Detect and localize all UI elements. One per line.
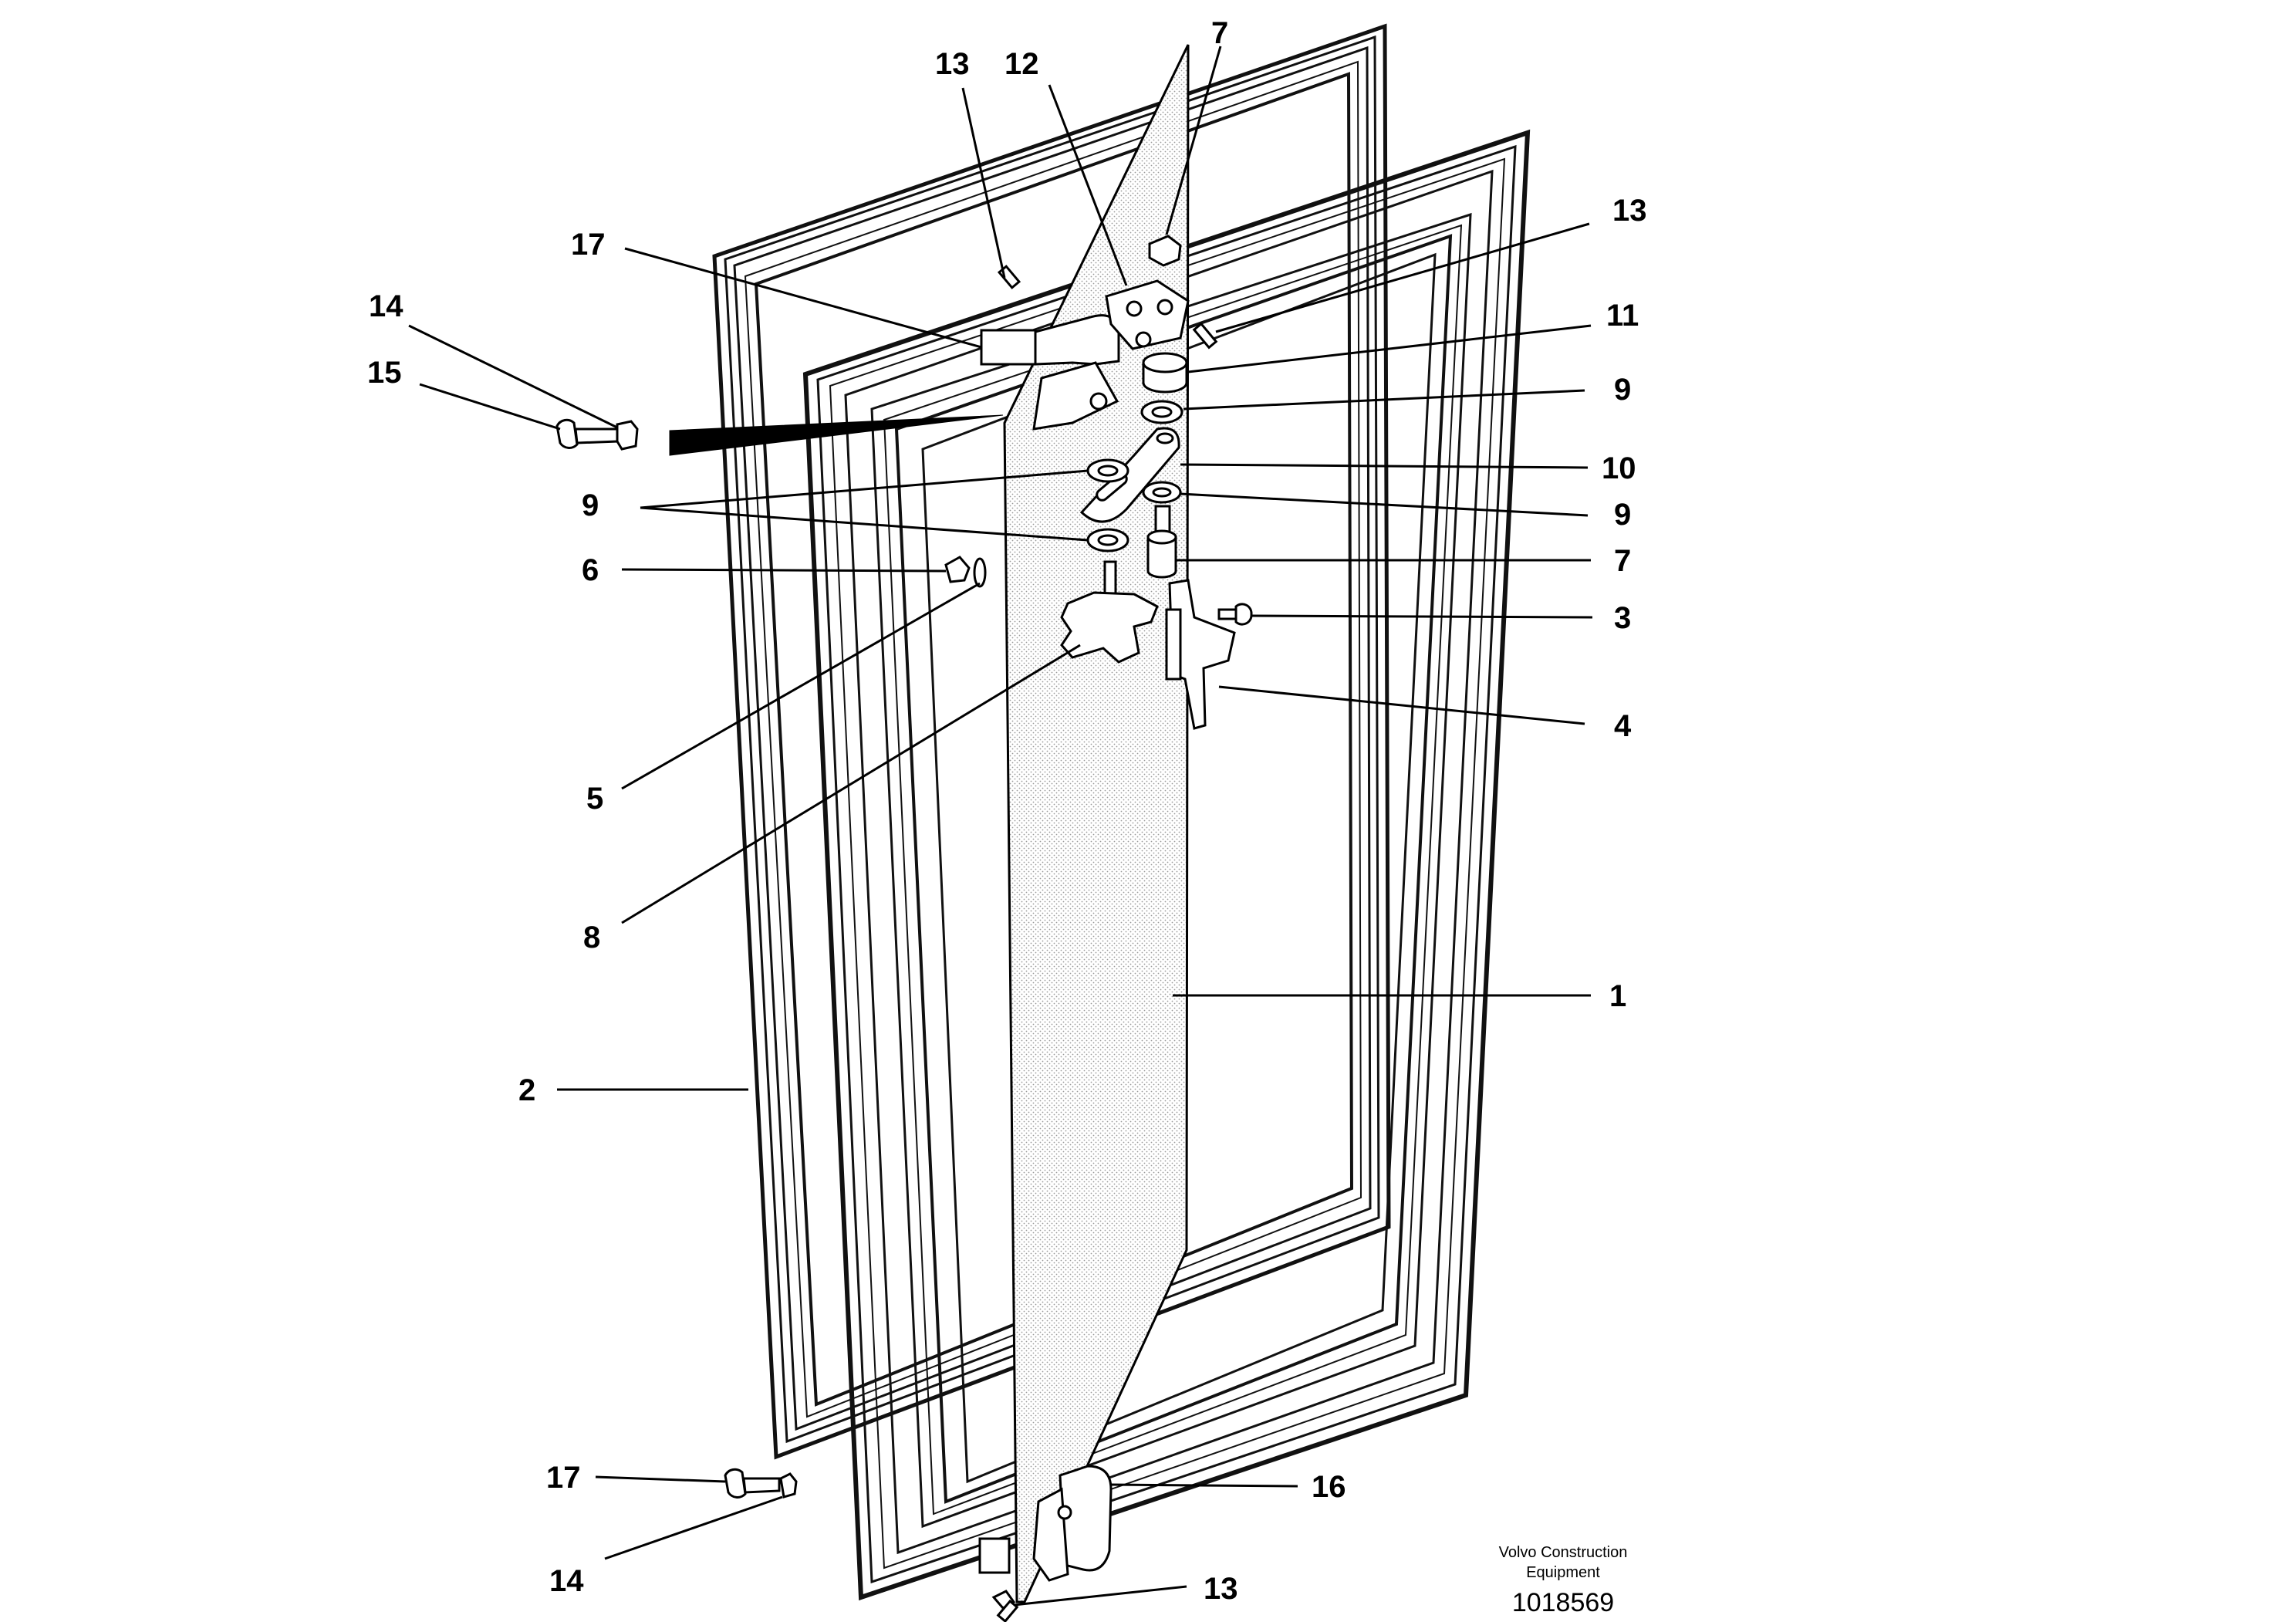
callout-9-upper-right: 9	[1614, 373, 1631, 407]
bushing-11	[1142, 352, 1188, 394]
callout-8: 8	[583, 921, 600, 955]
callout-13-top-left: 13	[935, 47, 970, 81]
callout-11: 11	[1606, 299, 1639, 333]
washer-5	[973, 557, 987, 588]
callout-15: 15	[367, 356, 402, 390]
screw-13-lower	[991, 1590, 1019, 1622]
callout-2: 2	[518, 1073, 535, 1107]
bolt-15-upper	[555, 418, 639, 451]
upper-hinge-assembly	[980, 235, 1218, 431]
handle-knob-8	[1060, 560, 1159, 664]
callout-5: 5	[586, 782, 603, 816]
lower-hinge-16	[978, 1465, 1113, 1582]
callout-1: 1	[1609, 979, 1626, 1013]
callout-13-bottom: 13	[1204, 1572, 1238, 1606]
callout-10: 10	[1602, 451, 1636, 485]
publisher-line-2: Equipment	[1526, 1564, 1600, 1581]
callout-7-pin: 7	[1614, 544, 1631, 578]
callout-16: 16	[1312, 1470, 1346, 1504]
callout-9-lower-right: 9	[1614, 498, 1631, 532]
callout-9-left: 9	[582, 488, 599, 522]
direction-wedge	[669, 414, 1004, 456]
washer-bracket-left	[1086, 458, 1129, 483]
callout-12: 12	[1004, 47, 1039, 81]
nut-6	[944, 556, 971, 583]
washer-upper	[1140, 400, 1183, 424]
callout-labels: 13 12 7 13 17 11 14 15 9 10 9 9 7 6 3 4 …	[367, 16, 1647, 1606]
callout-17-upper: 17	[571, 228, 606, 262]
callout-3: 3	[1614, 601, 1631, 635]
publisher-credit: Volvo Construction Equipment 1018569	[1499, 1544, 1628, 1617]
callout-7-top: 7	[1211, 16, 1228, 50]
callout-14-upper: 14	[369, 289, 403, 323]
bolt-17-lower	[724, 1468, 798, 1499]
publisher-line-1: Volvo Construction	[1499, 1544, 1628, 1561]
callout-17-lower: 17	[546, 1461, 581, 1495]
latch-4	[1165, 579, 1236, 730]
callout-6: 6	[582, 553, 599, 587]
washer-lower-right	[1142, 481, 1182, 504]
callout-14-lower: 14	[549, 1564, 584, 1598]
leader-lines	[408, 46, 1593, 1607]
drawing-number: 1018569	[1512, 1588, 1614, 1617]
window-frame	[802, 129, 1531, 1601]
screw-3	[1217, 603, 1253, 626]
washer-lower-left	[1086, 528, 1129, 552]
hinge-pin-7	[1146, 505, 1177, 579]
callout-13-top-right: 13	[1612, 194, 1647, 228]
glass-pane	[1003, 44, 1190, 1603]
callout-4: 4	[1614, 709, 1632, 743]
